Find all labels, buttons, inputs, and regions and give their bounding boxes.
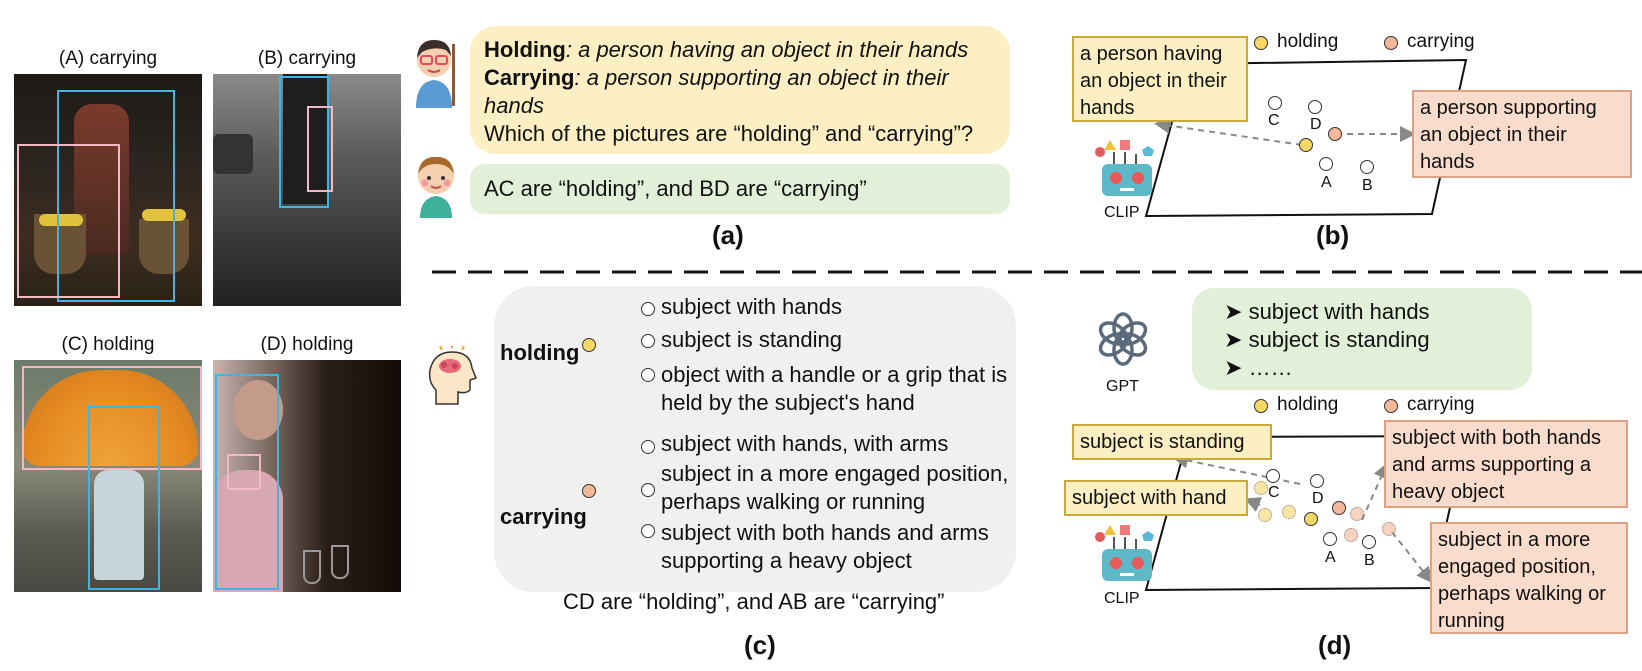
clip-label-d: CLIP <box>1104 590 1140 607</box>
carrying-leaf-1 <box>641 440 655 454</box>
bullet-arrow-icon: ➤ <box>1224 355 1243 380</box>
gpt-logo-icon <box>1094 310 1152 368</box>
photo-d <box>213 360 401 592</box>
carrying-embedding-d <box>1332 501 1346 515</box>
gpt-item-3: …… <box>1248 355 1293 380</box>
holding-desc-dot-3 <box>1282 505 1296 519</box>
point-c-d <box>1266 469 1280 483</box>
point-d-d <box>1310 474 1324 488</box>
reasoning-bubble <box>494 286 1016 592</box>
legend-carrying-dot <box>1384 36 1398 50</box>
photo-c-caption: (C) holding <box>61 334 155 355</box>
gpt-item-1: subject with hands <box>1248 299 1430 324</box>
holding-term: Holding <box>484 37 566 62</box>
question-text: Which of the pictures are “holding” and … <box>484 121 974 146</box>
point-d <box>1308 100 1322 114</box>
carrying-item-3-cont: supporting a heavy object <box>661 548 912 573</box>
photo-c <box>14 360 202 592</box>
carrying-leaf-3 <box>641 524 655 538</box>
teacher-avatar-icon <box>412 36 460 108</box>
question-bubble: Holding: a person having an object in th… <box>470 26 1010 154</box>
clip-robot-icon-d <box>1094 521 1160 585</box>
point-d-label: D <box>1310 116 1322 133</box>
point-c <box>1268 96 1282 110</box>
carrying-concept-label: carrying <box>500 504 587 529</box>
holding-item-2: subject is standing <box>661 327 842 352</box>
student-avatar-icon <box>412 152 460 218</box>
point-a-d-label: A <box>1325 549 1336 566</box>
point-b-d <box>1362 535 1376 549</box>
hand-text-box: subject with hand <box>1064 480 1248 516</box>
carrying-node <box>582 484 596 498</box>
legend-carrying-label-d: carrying <box>1407 394 1475 415</box>
gpt-output-bubble: ➤ subject with hands ➤ subject is standi… <box>1192 288 1532 390</box>
holding-item-3-cont: held by the subject's hand <box>661 390 915 415</box>
panel-d-label: (d) <box>1318 630 1352 660</box>
photo-d-caption: (D) holding <box>260 334 354 355</box>
point-b <box>1360 160 1374 174</box>
carrying-leaf-2 <box>641 483 655 497</box>
holding-desc-dot-2 <box>1258 508 1272 522</box>
brain-head-icon <box>426 344 482 410</box>
carrying-definition-cont: hands <box>484 93 544 118</box>
engaged-text-box: subject in a more engaged position, perh… <box>1430 522 1628 634</box>
gpt-label: GPT <box>1106 378 1139 395</box>
panel-b-label: (b) <box>1316 220 1350 250</box>
legend-carrying-dot-d <box>1384 399 1398 413</box>
carrying-item-1: subject with hands, with arms <box>661 431 949 456</box>
point-a-label: A <box>1321 174 1332 191</box>
point-c-label: C <box>1268 112 1280 129</box>
point-c-d-label: C <box>1268 484 1280 501</box>
carrying-text-box: a person supporting an object in their h… <box>1412 90 1632 178</box>
photo-b <box>213 74 401 306</box>
holding-item-3: object with a handle or a grip that is <box>661 362 1008 387</box>
photo-b-caption: (B) carrying <box>257 48 357 69</box>
carrying-desc-dot-2 <box>1344 528 1358 542</box>
answer-bubble: AC are “holding”, and BD are “carrying” <box>470 164 1010 214</box>
holding-concept-label: holding <box>500 340 580 365</box>
holding-leaf-1 <box>641 302 655 316</box>
panel-c-label: (c) <box>744 630 776 660</box>
answer-text: AC are “holding”, and BD are “carrying” <box>484 176 867 201</box>
point-b-label: B <box>1362 177 1373 194</box>
legend-holding-label: holding <box>1277 31 1339 52</box>
carrying-definition: : a person supporting an object in their <box>574 65 949 90</box>
bullet-arrow-icon: ➤ <box>1224 327 1243 352</box>
carrying-item-2: subject in a more engaged position, <box>661 461 1009 486</box>
gpt-item-2: subject is standing <box>1248 327 1430 352</box>
standing-text-box: subject is standing <box>1072 424 1272 460</box>
legend-holding-dot <box>1254 36 1268 50</box>
both-hands-text-box: subject with both hands and arms support… <box>1384 420 1628 508</box>
carrying-item-2-cont: perhaps walking or running <box>661 489 926 514</box>
carrying-desc-dot-1 <box>1350 507 1364 521</box>
holding-item-1: subject with hands <box>661 294 842 319</box>
holding-text-box: a person having an object in their hands <box>1072 36 1248 122</box>
legend-holding-label-d: holding <box>1277 394 1339 415</box>
carrying-desc-dot-3 <box>1382 522 1396 536</box>
point-d-d-label: D <box>1312 490 1324 507</box>
holding-desc-dot-1 <box>1254 481 1268 495</box>
holding-embedding-d <box>1304 512 1318 526</box>
holding-embedding-b <box>1299 138 1313 152</box>
carrying-item-3: subject with both hands and arms <box>661 520 989 545</box>
clip-label-b: CLIP <box>1104 204 1140 221</box>
holding-leaf-2 <box>641 334 655 348</box>
clip-robot-icon <box>1094 136 1160 200</box>
legend-carrying-label: carrying <box>1407 31 1475 52</box>
photo-a-caption: (A) carrying <box>58 48 158 69</box>
carrying-embedding-b <box>1328 127 1342 141</box>
carrying-term: Carrying <box>484 65 575 90</box>
holding-definition: : a person having an object in their han… <box>565 37 969 62</box>
panel-a-label: (a) <box>712 220 744 250</box>
point-b-d-label: B <box>1364 552 1375 569</box>
point-a <box>1319 157 1333 171</box>
legend-holding-dot-d <box>1254 399 1268 413</box>
point-a-d <box>1323 532 1337 546</box>
holding-node <box>582 338 596 352</box>
photo-a <box>14 74 202 306</box>
bullet-arrow-icon: ➤ <box>1224 299 1243 324</box>
conclusion-text: CD are “holding”, and AB are “carrying” <box>563 589 945 614</box>
embedding-space-b <box>1144 58 1468 218</box>
holding-leaf-3 <box>641 368 655 382</box>
